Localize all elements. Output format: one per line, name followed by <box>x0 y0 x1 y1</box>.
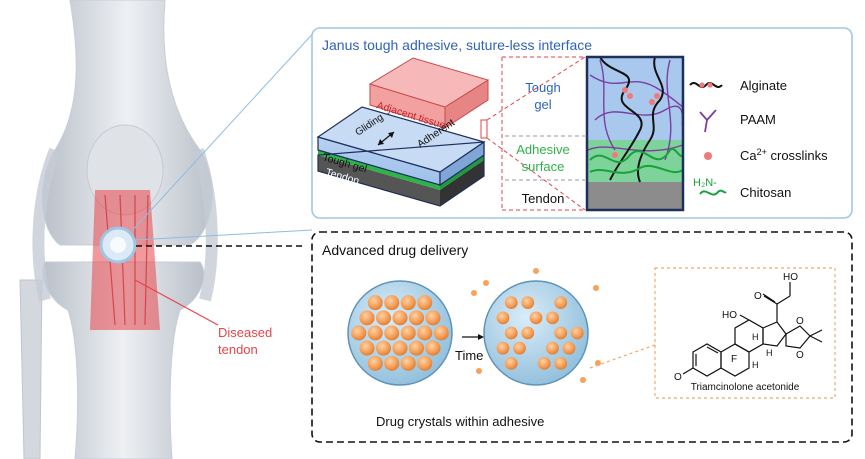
janus-panel-title: Janus tough adhesive, suture-less interf… <box>322 37 592 53</box>
layer-tough-line1: Tough <box>525 80 560 95</box>
drug-caption: Drug crystals within adhesive <box>376 414 544 429</box>
layer-adhesive-line1: Adhesive <box>516 142 569 157</box>
drug-crystal <box>384 355 400 371</box>
drug-crystal <box>351 325 367 341</box>
drug-crystal <box>359 310 375 326</box>
drug-crystal <box>376 310 391 326</box>
diseased-tendon-label-line2: tendon <box>218 342 258 357</box>
layer-adhesive-line2: surface <box>522 159 565 174</box>
legend-paam: PAAM <box>740 112 776 127</box>
drug-sphere-before <box>347 280 453 386</box>
drug-crystal <box>400 295 416 311</box>
drug-crystal <box>546 311 559 325</box>
drug-crystal <box>392 310 408 326</box>
released-crystal <box>483 280 489 286</box>
drug-crystal <box>409 310 424 326</box>
legend-chitosan: Chitosan <box>740 185 791 200</box>
released-crystal <box>595 360 601 366</box>
drug-crystal <box>554 356 568 370</box>
drug-crystal <box>433 325 449 341</box>
atom-o1: O <box>796 316 804 327</box>
tibia <box>42 261 205 459</box>
ligament-left <box>32 147 61 302</box>
drug-crystal <box>546 341 559 355</box>
drug-crystal <box>392 340 408 356</box>
triamcinolone-structure <box>682 282 823 377</box>
drug-crystal <box>521 296 535 310</box>
atom-h2: H <box>752 360 759 370</box>
released-crystal <box>476 368 482 374</box>
drug-crystal <box>367 295 383 311</box>
legend-ca: Ca2+ crosslinks <box>740 147 828 163</box>
drug-crystal <box>367 325 383 341</box>
drug-crystal <box>513 341 526 355</box>
released-crystal <box>533 268 539 274</box>
atom-o2: O <box>796 350 804 361</box>
drug-crystal <box>537 356 551 370</box>
layered-block <box>316 57 490 207</box>
network-inset <box>585 55 685 212</box>
legend <box>689 82 727 196</box>
connector-to-janus <box>129 27 319 234</box>
drug-crystal <box>554 296 568 310</box>
atom-o-ketone-side: O <box>754 291 762 302</box>
atom-h1: H <box>752 332 759 342</box>
paam-icon <box>699 109 717 133</box>
drug-sphere-after <box>471 268 601 386</box>
drug-crystal <box>570 326 584 340</box>
layer-tendon: Tendon <box>522 191 565 206</box>
atom-ho-left: HO <box>722 310 737 321</box>
drug-crystal <box>529 311 543 325</box>
atom-ho-top: HO <box>783 272 798 283</box>
drug-crystal <box>562 341 576 355</box>
molecule-name: Triamcinolone acetonide <box>691 382 800 393</box>
molecule-box <box>654 267 836 399</box>
drug-crystal <box>400 355 416 371</box>
atom-f: F <box>731 354 737 365</box>
drug-crystal <box>367 355 383 371</box>
drug-crystal <box>384 325 400 341</box>
alginate-icon <box>689 82 723 88</box>
drug-crystal <box>376 340 391 356</box>
drug-crystal <box>496 311 510 325</box>
drug-crystal <box>521 326 535 340</box>
drug-crystal <box>359 340 375 356</box>
drug-crystal <box>400 325 416 341</box>
drug-crystal <box>417 295 433 311</box>
released-crystal <box>580 377 586 383</box>
knee-illustration <box>19 0 219 459</box>
drug-crystal <box>496 341 510 355</box>
legend-alginate: Alginate <box>740 78 787 93</box>
legend-chitosan-group: H₂N- <box>693 177 717 189</box>
connector-to-janus-2 <box>134 229 313 241</box>
ligament-right <box>192 148 218 302</box>
drug-crystal <box>554 326 568 340</box>
drug-crystal <box>384 295 400 311</box>
drug-crystal <box>504 326 518 340</box>
ca-crosslink-icon <box>704 152 712 160</box>
atom-h3: H <box>766 348 773 358</box>
drug-crystal <box>425 340 441 356</box>
diseased-pointer <box>134 279 219 326</box>
fibula <box>19 279 43 459</box>
drug-crystal <box>504 296 518 310</box>
drug-crystal <box>504 356 518 370</box>
chitosan-icon <box>699 189 727 196</box>
drug-crystal <box>425 310 441 326</box>
atom-o-ring: O <box>674 372 682 383</box>
diseased-tendon-label-line1: Diseased <box>218 325 272 340</box>
time-label: Time <box>455 348 483 363</box>
released-crystal <box>593 285 599 291</box>
drug-panel-title: Advanced drug delivery <box>322 242 468 258</box>
drug-crystal <box>417 325 433 341</box>
drug-crystal <box>409 340 424 356</box>
layer-tough-line2: gel <box>534 97 551 112</box>
femur <box>41 0 213 246</box>
released-crystal <box>471 290 477 296</box>
drug-crystal <box>417 355 433 371</box>
